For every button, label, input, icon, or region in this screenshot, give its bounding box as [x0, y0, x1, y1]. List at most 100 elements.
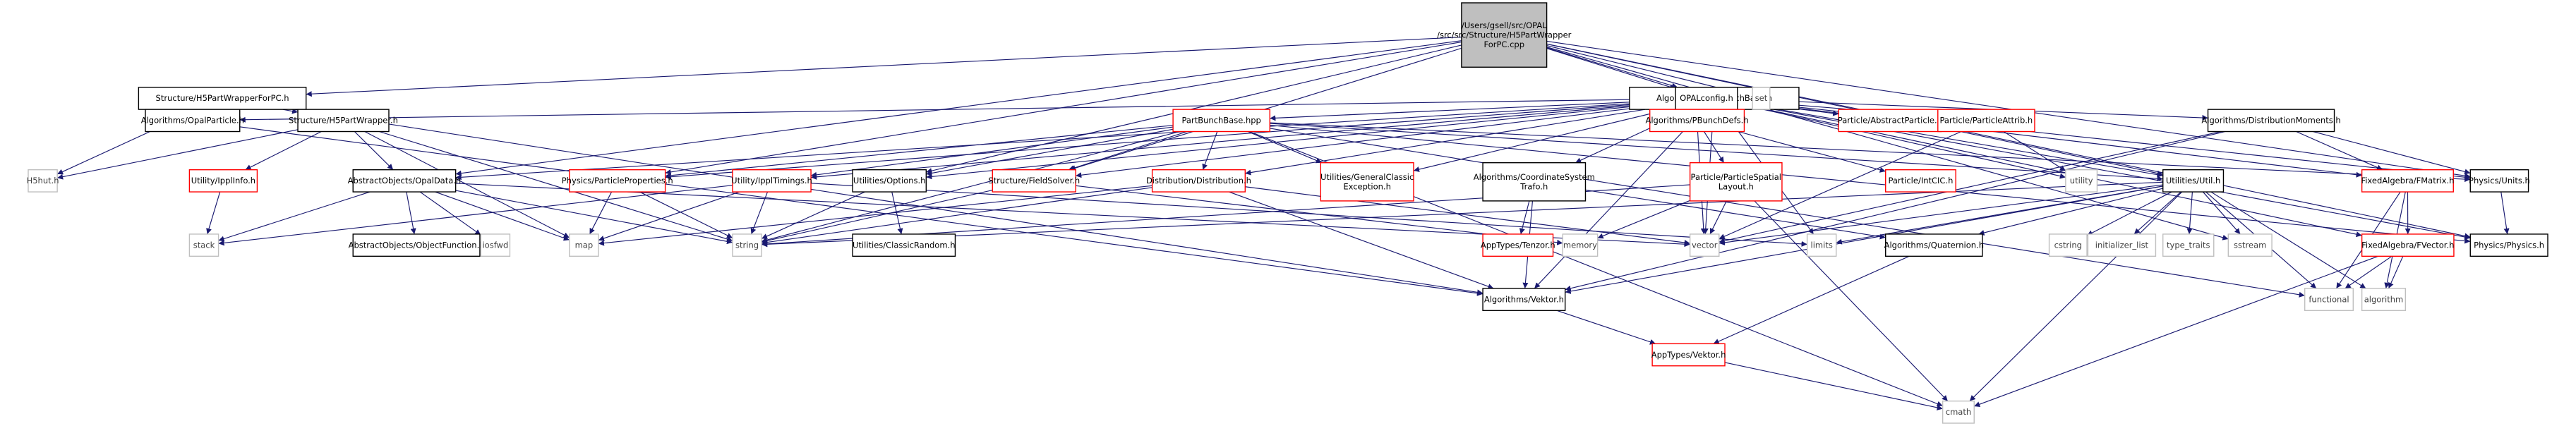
node-label: Particle/ParticleSpatial — [1691, 172, 1781, 182]
edge-distribution-to-vektor — [1229, 191, 1494, 289]
node-iptimings[interactable]: Utility/IpplTimings.h — [731, 169, 812, 193]
node-label: Algorithms/PBunchDefs.h — [1646, 116, 1749, 126]
node-label: initializer_list — [2095, 240, 2149, 250]
node-quaternion[interactable]: Algorithms/Quaternion.h — [1884, 233, 1984, 257]
node-opaldata[interactable]: AbstractObjects/OpalData.h — [348, 169, 462, 193]
edge-coordtrafo-to-quaternion — [1585, 189, 1886, 240]
node-pbhpp[interactable]: PartBunchBase.hpp — [1172, 109, 1270, 133]
edge-pbb-to-vektor — [1534, 109, 1704, 289]
node-opalconfig[interactable]: OPALconfig.h — [1675, 87, 1738, 110]
node-box — [2207, 109, 2335, 133]
node-options[interactable]: Utilities/Options.h — [852, 169, 927, 193]
edge-h5w-to-opaldata — [354, 131, 394, 171]
node-label: memory — [1563, 240, 1597, 250]
node-h5pc-h[interactable]: Structure/H5PartWrapperForPC.h — [138, 87, 307, 110]
node-fvector[interactable]: FixedAlgebra/FVector.h — [2361, 233, 2455, 257]
node-physics[interactable]: Physics/Physics.h — [2469, 233, 2548, 257]
node-objfunc[interactable]: AbstractObjects/ObjectFunction.h — [349, 233, 485, 257]
node-vektor[interactable]: Algorithms/Vektor.h — [1482, 288, 1566, 312]
node-box — [1151, 169, 1246, 193]
node-h5w[interactable]: Structure/H5PartWrapper.h — [289, 109, 398, 133]
node-box — [2361, 288, 2407, 312]
edge-util-to-string — [762, 181, 2163, 248]
edge-pbhpp-to-options — [926, 128, 1174, 176]
node-label: Structure/H5PartWrapperForPC.h — [156, 93, 289, 103]
edge-util-to-cstring — [2086, 191, 2172, 236]
edge-distribution-to-map — [598, 185, 1152, 246]
node-label: AppTypes/Tenzor.h — [1481, 240, 1555, 250]
edge-quaternion-to-appvektor — [1713, 255, 1910, 344]
node-label: Structure/H5PartWrapper.h — [289, 116, 398, 126]
edge-pbhpp-to-functional — [1270, 128, 2305, 298]
node-fmatrix[interactable]: FixedAlgebra/FMatrix.h — [2361, 169, 2454, 193]
node-label: Particle/IntCIC.h — [1888, 176, 1953, 185]
node-limits: limits — [1806, 233, 1837, 257]
edge-fvector-to-algorithm — [2388, 256, 2404, 289]
edge-options-to-string — [761, 191, 865, 239]
node-root[interactable]: /Users/gsell/src/OPAL/src/src/Structure/… — [1437, 2, 1572, 68]
node-ippinfo[interactable]: Utility/IpplInfo.h — [188, 169, 258, 193]
node-cstring: cstring — [2048, 233, 2088, 257]
edge-pbb-to-partprops — [665, 104, 1630, 180]
edge-h5w-to-string — [379, 130, 733, 242]
edge-root-to-opaldata — [455, 40, 1462, 176]
edge-pbhpp-to-partprops — [665, 125, 1174, 178]
node-util[interactable]: Utilities/Util.h — [2162, 169, 2225, 193]
node-classicrandom[interactable]: Utilities/ClassicRandom.h — [852, 233, 956, 257]
node-box — [569, 233, 599, 257]
node-box — [2087, 233, 2157, 257]
node-distribution[interactable]: Distribution/Distribution.h — [1146, 169, 1251, 193]
edge-pbb-to-iptimings — [811, 105, 1630, 180]
node-vector: vector — [1689, 233, 1720, 257]
node-box — [1942, 400, 1975, 424]
node-box — [352, 169, 457, 193]
node-label: Distribution/Distribution.h — [1146, 176, 1251, 185]
node-partattrib[interactable]: Particle/ParticleAttrib.h — [1937, 109, 2035, 133]
node-box — [188, 233, 219, 257]
node-string: string — [732, 233, 762, 257]
node-box — [1689, 233, 1720, 257]
node-box — [138, 87, 307, 110]
node-label: Utilities/Options.h — [853, 176, 925, 185]
edge-pbhpp-to-distribution — [1202, 131, 1218, 170]
edge-pbb-to-fieldsolver — [1076, 108, 1630, 178]
node-fieldsolver[interactable]: Structure/FieldSolver.h — [988, 169, 1080, 193]
node-label: utility — [2070, 176, 2093, 185]
node-box — [2162, 169, 2225, 193]
node-box — [2048, 233, 2088, 257]
edge-pbb-to-options — [926, 106, 1630, 180]
node-intcic[interactable]: Particle/IntCIC.h — [1885, 169, 1956, 193]
node-iosfwd: iosfwd — [480, 233, 511, 257]
edge-h5w-to-ippinfo — [245, 130, 322, 171]
node-abspart[interactable]: Particle/AbstractParticle.h — [1838, 109, 1942, 133]
edge-h5pc_h-to-vektor — [294, 109, 1483, 296]
edge-opaldata-to-map — [435, 191, 570, 241]
node-appvektor[interactable]: AppTypes/Vektor.h — [1651, 343, 1726, 367]
edge-pbhpp-to-physics — [1270, 124, 2471, 244]
edge-ippinfo-to-stack — [206, 191, 221, 235]
node-distmoments[interactable]: Algorithms/DistributionMoments.h — [2201, 109, 2341, 133]
node-tenzor[interactable]: AppTypes/Tenzor.h — [1481, 233, 1555, 257]
node-label: map — [575, 240, 594, 250]
edge-pbunchdefs-to-intcic — [1738, 130, 1886, 173]
node-label: Algorithms/OpalParticle.h — [141, 116, 244, 126]
node-label: FixedAlgebra/FMatrix.h — [2361, 176, 2454, 185]
node-label: type_traits — [2167, 240, 2210, 250]
node-label: Algorithms/CoordinateSystem — [1474, 172, 1595, 182]
edge-fvector-to-functional — [2345, 255, 2393, 289]
node-box — [2469, 169, 2529, 193]
node-opalparticle[interactable]: Algorithms/OpalParticle.h — [141, 109, 244, 133]
node-pbunchdefs[interactable]: Algorithms/PBunchDefs.h — [1646, 109, 1749, 133]
edge-partattrib-to-vector — [1719, 130, 1962, 240]
node-partprops[interactable]: Physics/ParticleProperties.h — [562, 169, 673, 193]
node-box — [1752, 87, 1771, 110]
node-units[interactable]: Physics/Units.h — [2469, 169, 2530, 193]
node-box — [2469, 233, 2548, 257]
node-label: ForPC.cpp — [1483, 39, 1524, 49]
node-box — [852, 233, 956, 257]
edge-pbhpp-to-string — [761, 130, 1180, 243]
node-box — [1937, 109, 2035, 133]
